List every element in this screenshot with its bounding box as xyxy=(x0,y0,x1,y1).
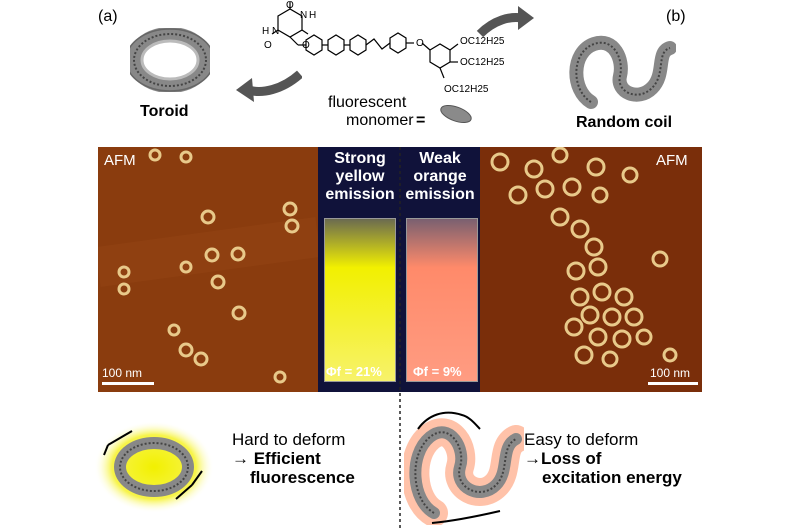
toroid-label: Toroid xyxy=(140,103,189,120)
chem-o-left: O xyxy=(264,40,272,51)
afm-right-rings xyxy=(480,147,702,392)
chem-chain-3: OC12H25 xyxy=(444,84,489,95)
panel-label-b: (b) xyxy=(666,8,686,25)
quantum-yield-left: Φf = 21% xyxy=(326,364,382,379)
scale-label-left: 100 nm xyxy=(102,366,143,380)
monomer-label-line1: fluorescent xyxy=(328,94,407,111)
toroid-illustration xyxy=(130,28,210,92)
emission-left-line1: Strong xyxy=(334,150,386,167)
emission-right-line2: orange xyxy=(413,168,467,185)
easy-to-deform-label: Easy to deform →Loss of excitation energ… xyxy=(524,430,682,487)
hard-to-deform-label: Hard to deform → Efficient fluorescence xyxy=(232,430,355,487)
random-coil-label: Random coil xyxy=(576,114,673,131)
chem-o-ether: O xyxy=(416,38,424,49)
scale-label-right: 100 nm xyxy=(650,366,691,380)
cuvette-yellow xyxy=(324,218,396,382)
monomer-chemical-structure xyxy=(271,2,459,79)
monomer-ellipse-icon xyxy=(440,104,472,124)
bottom-left-line3: fluorescence xyxy=(250,468,355,487)
bottom-right-line1: Easy to deform xyxy=(524,430,639,449)
afm-left-rings xyxy=(98,147,318,392)
bottom-left-line2: → Efficient xyxy=(232,449,321,468)
chem-h-left: H xyxy=(262,26,270,37)
chem-o-bottom: O xyxy=(302,40,310,51)
afm-image-left xyxy=(98,147,318,392)
bottom-left-line1: Hard to deform xyxy=(232,430,346,449)
chem-n-left: N xyxy=(272,26,280,37)
arrow-to-coil xyxy=(476,6,534,38)
glowing-coil-illustration xyxy=(404,411,524,525)
afm-label-left: AFM xyxy=(104,152,136,169)
chem-h-right: H xyxy=(309,10,317,21)
bottom-right-line2: →Loss of xyxy=(524,449,602,468)
cuvette-orange xyxy=(406,218,478,382)
bottom-right-line3: excitation energy xyxy=(542,468,682,487)
afm-label-right: AFM xyxy=(656,152,688,169)
emission-left-line2: yellow xyxy=(335,168,385,185)
scale-bar-right xyxy=(648,382,698,385)
equals-sign: = xyxy=(416,112,426,129)
emission-label-left: Strong yellow emission xyxy=(320,150,400,204)
chem-n-right: N xyxy=(300,10,308,21)
emission-left-line3: emission xyxy=(325,186,395,203)
emission-label-right: Weak orange emission xyxy=(400,150,480,204)
panel-divider-line xyxy=(399,147,401,530)
afm-image-right xyxy=(480,147,702,392)
emission-right-line1: Weak xyxy=(419,150,461,167)
emission-right-line3: emission xyxy=(405,186,475,203)
quantum-yield-right: Φf = 9% xyxy=(413,364,462,379)
chem-chain-2: OC12H25 xyxy=(460,57,505,68)
random-coil-illustration xyxy=(569,35,676,109)
monomer-label-line2: monomer xyxy=(346,112,414,129)
scale-bar-left xyxy=(102,382,154,385)
arrow-to-toroid xyxy=(236,70,302,102)
chem-o-top: O xyxy=(286,0,294,11)
panel-label-a: (a) xyxy=(98,8,118,25)
glowing-toroid-illustration xyxy=(94,421,214,513)
chem-chain-1: OC12H25 xyxy=(460,36,505,47)
